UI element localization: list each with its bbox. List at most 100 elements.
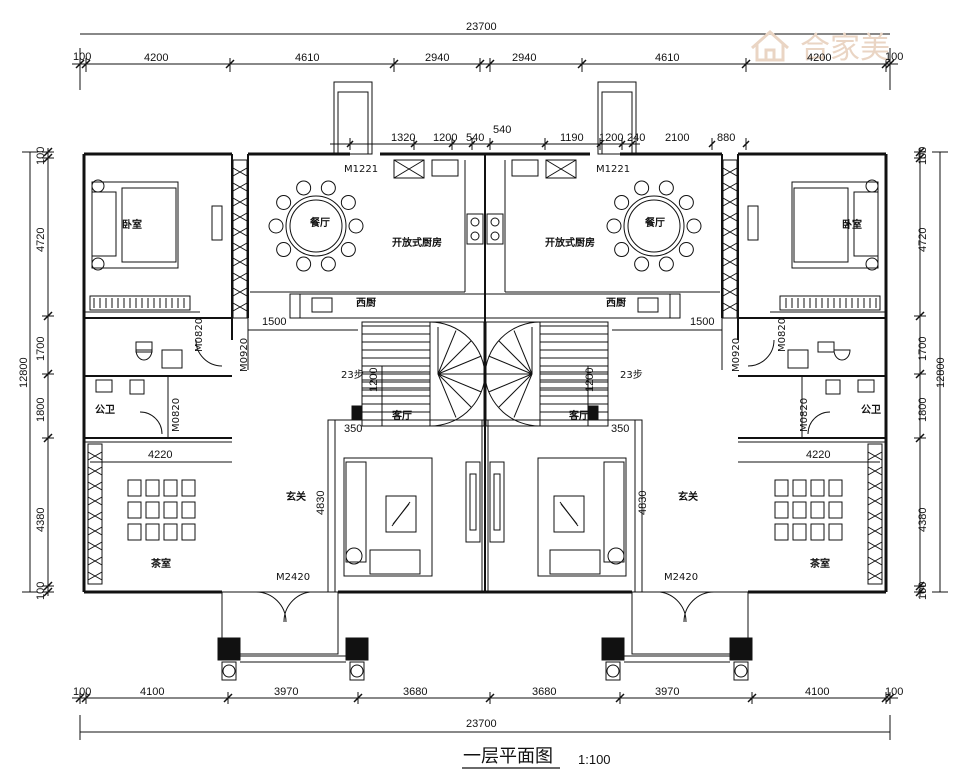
dim-side-r2: 1700 (917, 337, 929, 361)
room-tea-left: 茶室 (150, 557, 171, 570)
sofa-bottom-right (549, 549, 601, 575)
window-hatch-left (232, 197, 248, 207)
door-m1221-right: M1221 (596, 164, 630, 175)
dim-tick (885, 693, 895, 703)
dim-top-6: 4200 (807, 52, 831, 64)
dim-bottom-3: 3680 (403, 686, 427, 698)
window-hatch-right (722, 197, 738, 207)
dim-tick (43, 433, 53, 443)
window-hatch-left (232, 257, 248, 267)
dim-bottom-6: 4100 (805, 686, 829, 698)
room-foyer-right: 玄关 (678, 490, 698, 503)
hob-icon-right (486, 213, 504, 245)
dim-side-r4: 4380 (917, 508, 929, 532)
room-bedroom-right: 卧室 (842, 218, 862, 231)
dim-tick (81, 693, 91, 703)
tea-seat-right (828, 479, 843, 497)
window-hatch-left (87, 526, 103, 536)
plant-icon-right (734, 664, 748, 678)
dining-chair-right (658, 256, 674, 272)
dim-edge-bottom-left: 100 (73, 686, 91, 698)
dining-chair-left (296, 180, 312, 196)
sink-icon-left (393, 159, 425, 179)
door-swing-right (659, 591, 715, 623)
dim-side-r1: 4720 (917, 228, 929, 252)
burner-icon-left (470, 231, 480, 241)
burner-icon-right (490, 217, 500, 227)
tea-seat-left (163, 501, 178, 519)
sofa-bottom-left (369, 549, 421, 575)
dim-side-l4: 4380 (35, 508, 47, 532)
dim-top2-r5: 2100 (665, 132, 689, 144)
room-dining-left: 餐厅 (309, 216, 330, 229)
dim-tick (708, 140, 716, 148)
tea-seat-right (810, 501, 825, 519)
window-hatch-right (867, 541, 883, 551)
window-left (87, 443, 103, 585)
brand-logo: 合家美 (751, 29, 890, 66)
dim-side-edge-tl: 100 (35, 147, 47, 165)
dim-top2-r3: 1200 (599, 132, 623, 144)
dim-tick (485, 693, 495, 703)
dining-chair-left (340, 242, 356, 258)
window-hatch-right (867, 556, 883, 566)
stair-radial-right (498, 340, 533, 375)
tea-seat-left (163, 479, 178, 497)
door-m0820-left-2: M0820 (171, 398, 182, 432)
dim-tick (486, 140, 494, 148)
dining-chair-left (276, 242, 292, 258)
window-hatch-left (232, 227, 248, 237)
living-zone-left (327, 419, 489, 593)
window-hatch-left (232, 302, 248, 312)
dim-4220-left: 4220 (148, 449, 172, 461)
appliance-icon-left (311, 297, 333, 313)
wc-toilet-icon-right (825, 379, 841, 395)
room-living-right: 客厅 (568, 409, 589, 422)
window-hatch-right (867, 496, 883, 506)
window-left (232, 159, 248, 319)
wc-basin-icon-right (857, 379, 875, 393)
bed-pillow-left (91, 191, 117, 257)
dim-top-2: 4610 (295, 52, 319, 64)
dining-chair-left (320, 256, 336, 272)
dim-tick (541, 140, 549, 148)
tea-seat-right (828, 501, 843, 519)
bed-side-table-left (91, 257, 105, 271)
stair-radial-right (498, 373, 533, 408)
drawing-scale: 1:100 (578, 752, 611, 767)
stair-radial-left (437, 373, 482, 393)
dim-top-4: 2940 (512, 52, 536, 64)
window-hatch-right (722, 227, 738, 237)
dim-side-edge-bl: 100 (35, 582, 47, 600)
dim-1200-left: 1200 (368, 368, 380, 392)
room-tea-right: 茶室 (809, 557, 830, 570)
dim-bottom-1: 4100 (140, 686, 164, 698)
wardrobe-left (89, 295, 191, 311)
balcony-inner-left (337, 91, 369, 155)
stove-icon-right (511, 159, 539, 177)
pillar-left (345, 637, 369, 661)
sofa-set-left (343, 457, 433, 577)
dim-tick (881, 693, 891, 703)
dim-tick (915, 147, 925, 157)
dining-chair-right (658, 180, 674, 196)
window-hatch-right (867, 451, 883, 461)
pillar-left (217, 637, 241, 661)
dim-4830-right: 4830 (637, 491, 649, 515)
window-hatch-right (722, 272, 738, 282)
stair-curve-right (484, 321, 541, 427)
wardrobe-right (779, 295, 881, 311)
dim-tick (468, 140, 476, 148)
dim-side-l3: 1800 (35, 398, 47, 422)
pillar-right (601, 637, 625, 661)
tea-seat-left (127, 501, 142, 519)
column-right (587, 405, 599, 421)
dim-edge-top-left: 100 (73, 51, 91, 63)
stair-radial-left (437, 373, 472, 408)
pillar-base-right (605, 661, 621, 681)
dining-chair-right (634, 180, 650, 196)
dim-tick (75, 59, 85, 69)
dim-top-5: 4610 (655, 52, 679, 64)
window-right (722, 159, 738, 319)
dim-tick (475, 59, 485, 69)
